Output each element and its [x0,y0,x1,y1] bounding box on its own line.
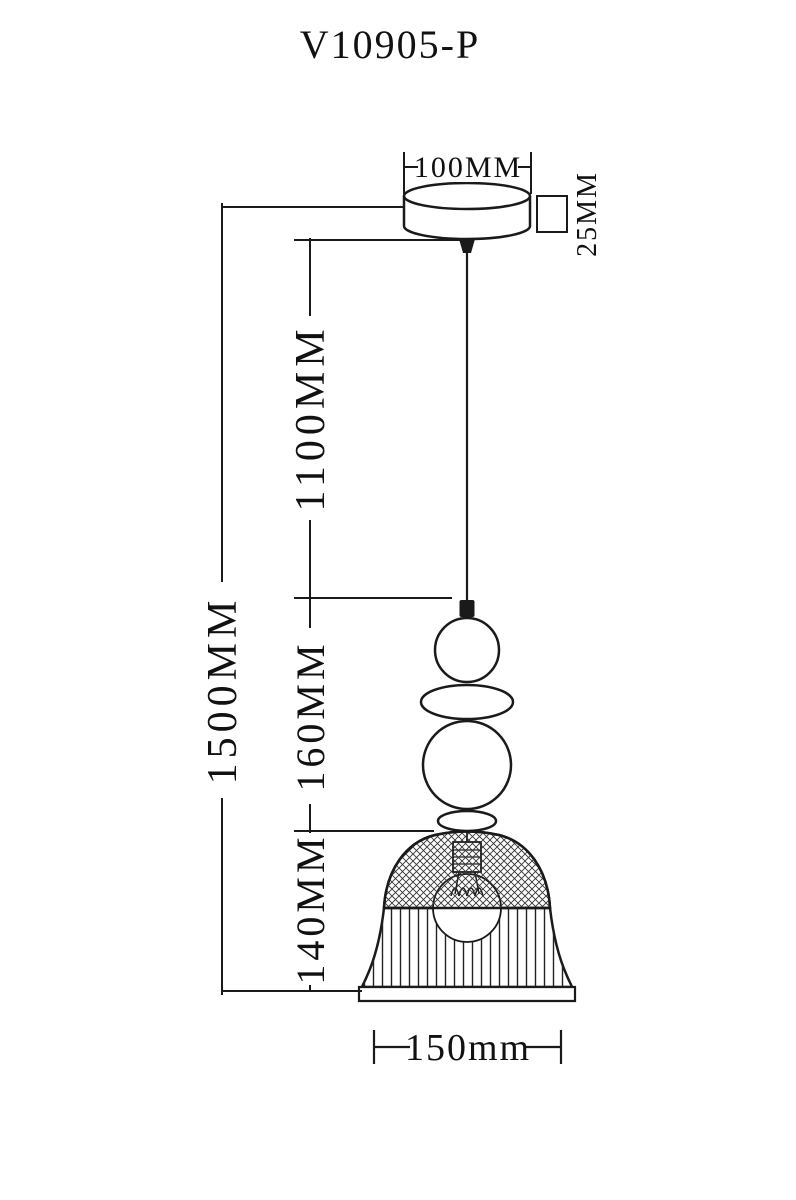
canopy [402,181,532,253]
canopy-knob [459,239,475,253]
dim-canopy-width-label-bg [418,151,518,182]
dim-overall-label: 1500MM [200,596,246,785]
canopy-top [402,181,532,211]
canopy-sides [402,196,532,226]
cord-connector [459,600,475,617]
shade-ribs [362,908,572,987]
dim-ornament-label: 160MM [288,640,333,791]
shade-dome-outline [382,830,552,910]
dim-suspension-label-bg [288,316,332,520]
page-title: V10905-P [300,22,480,67]
dim-shade-height-label: 140MM [288,833,333,984]
dim-canopy-height: 25MM [536,171,603,257]
dim-shade-height-label-bg [288,833,332,985]
dim-suspension-label: 1100MM [288,324,334,511]
dim-ornament-label-bg [288,628,332,804]
dim-ornament-height: 160MM [288,598,434,832]
dim-shade-width-label-bg [410,1028,526,1068]
dim-overall-height: 1500MM [200,203,404,995]
shade-mesh [384,831,550,908]
dim-canopy-height-bracket [536,195,568,233]
dim-shade-height: 140MM [288,831,333,991]
dim-suspension-length: 1100MM [288,238,462,600]
dim-canopy-height-label: 25MM [572,171,603,257]
dim-canopy-width-label: 100MM [414,151,522,184]
bead-disc [419,683,515,721]
dim-canopy-width: 100MM [403,151,532,194]
dim-overall-label-bg [200,582,244,798]
bead-neck [436,809,498,833]
ornament-beads [419,616,515,833]
dim-shade-width: 150mm [372,1027,563,1069]
dim-shade-width-label: 150mm [405,1027,531,1069]
shade-rim [357,985,577,1003]
shade [357,830,577,1003]
bead-sphere-large [421,719,513,811]
bead-sphere-small [433,616,501,684]
